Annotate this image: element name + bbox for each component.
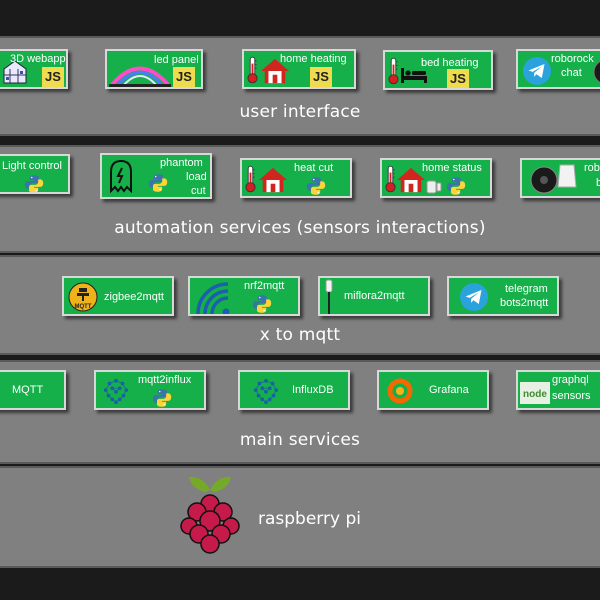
tile-graphql-sensors[interactable]: node graphql sensors bbox=[516, 370, 600, 410]
door-sensor-icon bbox=[426, 180, 442, 194]
tile-label: home heating bbox=[280, 53, 347, 65]
ghost-icon bbox=[110, 159, 132, 193]
layer-label-automation: automation services (sensors interaction… bbox=[114, 218, 486, 238]
thermometer-icon bbox=[388, 57, 399, 85]
js-badge: JS bbox=[310, 67, 332, 87]
tile-label: nrf2mqtt bbox=[244, 280, 285, 292]
grafana-icon bbox=[387, 378, 413, 404]
influx-dots-icon bbox=[252, 377, 280, 405]
layer-label-x-to-mqtt: x to mqtt bbox=[259, 325, 341, 345]
influx-dots-icon bbox=[102, 377, 130, 405]
tile-phantom-load-cut[interactable]: phantom load cut bbox=[100, 153, 212, 199]
plant-sensor-icon bbox=[325, 279, 333, 314]
raspberry-pi-icon bbox=[180, 476, 240, 554]
tile-label-line1: phantom bbox=[160, 157, 203, 169]
tile-label: miflora2mqtt bbox=[344, 290, 405, 302]
led-arc-icon bbox=[109, 66, 171, 87]
tile-label-line2: sensors bbox=[552, 390, 591, 402]
tile-bed-heating[interactable]: bed heating JS bbox=[383, 50, 493, 90]
layer-hardware bbox=[0, 466, 600, 568]
tile-label: Grafana bbox=[429, 384, 469, 396]
layer-label-main-services: main services bbox=[239, 430, 361, 450]
tile-3d-webapp[interactable]: 3D webapp JS bbox=[0, 49, 68, 89]
thermometer-icon bbox=[245, 165, 256, 193]
telegram-icon bbox=[459, 282, 489, 312]
3d-house-icon bbox=[3, 60, 27, 84]
python-icon bbox=[152, 388, 172, 408]
tile-label: led panel bbox=[154, 54, 199, 66]
node-badge-text: node bbox=[523, 389, 547, 400]
tile-label: MQTT bbox=[12, 384, 44, 396]
tile-label: home status bbox=[422, 162, 482, 174]
js-badge: JS bbox=[447, 69, 469, 88]
tile-label: bed heating bbox=[421, 57, 479, 69]
tile-label-line1: roborock bbox=[551, 53, 594, 65]
python-icon bbox=[252, 294, 272, 314]
python-icon bbox=[446, 176, 466, 196]
tile-label-line2: chat bbox=[561, 67, 582, 79]
tile-telegram-bots2mqtt[interactable]: telegram bots2mqtt bbox=[447, 276, 559, 316]
tile-label-line2: b bbox=[596, 177, 600, 190]
layer-label-user-interface: user interface bbox=[239, 102, 361, 122]
tile-roborock-chat[interactable]: roborock chat bbox=[516, 49, 600, 89]
zigbee-mqtt-icon: MQTT bbox=[68, 282, 98, 312]
tile-label-line3: cut bbox=[191, 185, 206, 197]
tile-nrf2mqtt[interactable]: nrf2mqtt bbox=[188, 276, 300, 316]
tile-label: 3D webapp bbox=[10, 53, 66, 65]
nodejs-icon: node bbox=[520, 382, 550, 404]
tile-home-heating[interactable]: home heating JS bbox=[242, 49, 356, 89]
tile-label-line2: bots2mqtt bbox=[500, 297, 549, 309]
tile-label-line1: telegram bbox=[505, 283, 548, 295]
tile-label: InfluxDB bbox=[292, 384, 334, 396]
tile-influxdb[interactable]: InfluxDB bbox=[238, 370, 350, 410]
thermometer-icon bbox=[247, 56, 258, 84]
tile-mqtt2influx[interactable]: mqtt2influx bbox=[94, 370, 206, 410]
tile-label-line2: load bbox=[186, 171, 207, 183]
robot-vacuum-icon bbox=[530, 166, 558, 194]
tile-grafana[interactable]: Grafana bbox=[377, 370, 489, 410]
tile-led-panel[interactable]: led panel JS bbox=[105, 49, 203, 89]
tile-zigbee2mqtt[interactable]: MQTT zigbee2mqtt bbox=[62, 276, 174, 316]
tile-miflora2mqtt[interactable]: miflora2mqtt bbox=[318, 276, 430, 316]
tile-label-line1: graphql bbox=[552, 374, 589, 386]
tile-heat-cut[interactable]: heat cut bbox=[240, 158, 352, 198]
layer-label-hardware: raspberry pi bbox=[258, 509, 361, 529]
robot-vacuum-icon bbox=[593, 61, 600, 83]
telegram-icon bbox=[522, 56, 552, 86]
mqtt-badge-text: MQTT bbox=[75, 304, 92, 310]
tile-mqtt[interactable]: MQTT bbox=[0, 370, 66, 410]
wireless-icon bbox=[196, 282, 230, 314]
thermometer-icon bbox=[385, 165, 396, 193]
cleaning-base-icon bbox=[557, 164, 577, 188]
bed-icon bbox=[401, 68, 427, 83]
tile-light-control[interactable]: Light control bbox=[0, 154, 70, 194]
tile-label-line1: robo bbox=[584, 162, 600, 174]
js-badge: JS bbox=[42, 67, 64, 87]
tile-label: mqtt2influx bbox=[138, 374, 192, 386]
tile-robo[interactable]: robo b bbox=[520, 158, 600, 198]
js-badge: JS bbox=[173, 67, 195, 87]
tile-home-status[interactable]: home status bbox=[380, 158, 492, 198]
python-icon bbox=[148, 173, 168, 193]
tile-label: heat cut bbox=[294, 162, 334, 174]
tile-label: Light control bbox=[2, 160, 62, 172]
python-icon bbox=[306, 176, 326, 196]
tile-label: zigbee2mqtt bbox=[104, 291, 164, 303]
python-icon bbox=[24, 174, 44, 194]
house-icon bbox=[258, 166, 288, 194]
